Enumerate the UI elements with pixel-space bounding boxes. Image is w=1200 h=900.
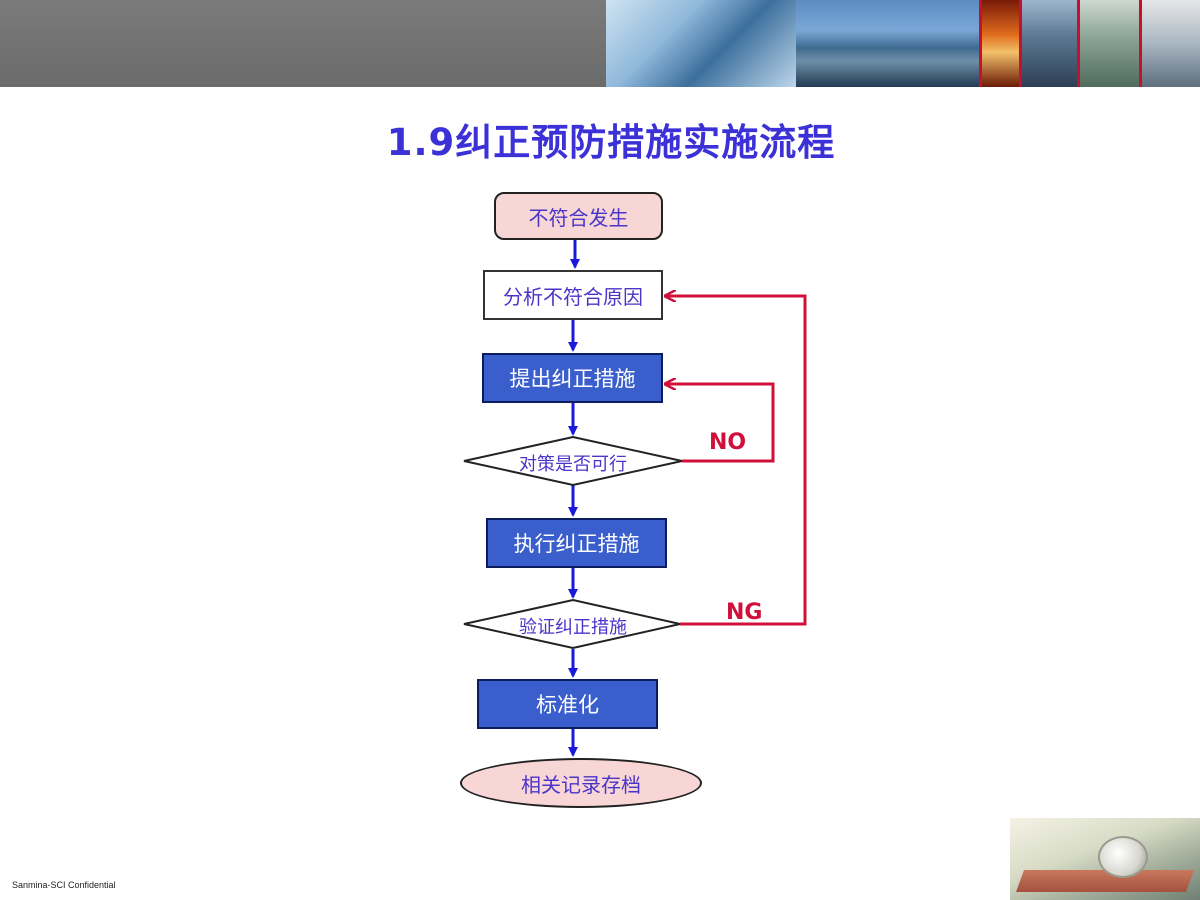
decision-verify-label: 验证纠正措施	[519, 617, 627, 638]
decision-feasible-label: 对策是否可行	[519, 454, 627, 475]
execute-action-node: 执行纠正措施	[486, 518, 667, 568]
start-node: 不符合发生	[494, 192, 663, 240]
banner-grey-panel	[0, 0, 606, 87]
paper-stack	[1015, 870, 1195, 892]
handshake-photo	[606, 0, 796, 87]
banner-divider	[1077, 0, 1080, 87]
banner-divider	[1139, 0, 1142, 87]
industry-photo	[980, 0, 1020, 87]
standardize-node: 标准化	[477, 679, 658, 729]
clock-icon	[1098, 836, 1148, 878]
loop-ng-line	[666, 296, 807, 626]
helicopter-photo	[1020, 0, 1078, 87]
banner-divider	[1019, 0, 1022, 87]
loop-no-line	[666, 384, 775, 463]
confidential-footer: Sanmina-SCI Confidential	[12, 880, 116, 890]
technology-photo	[1140, 0, 1200, 87]
clock-photo	[1010, 818, 1200, 900]
branch-label-no: NO	[709, 430, 747, 455]
end-node: 相关记录存档	[460, 758, 702, 808]
propose-action-node: 提出纠正措施	[482, 353, 663, 403]
medical-photo	[1078, 0, 1140, 87]
branch-label-ng: NG	[726, 600, 763, 625]
header-banner	[0, 0, 1200, 87]
banner-divider	[979, 0, 982, 87]
analyze-cause-node: 分析不符合原因	[483, 270, 663, 320]
page-title: 1.9纠正预防措施实施流程	[386, 121, 836, 164]
city-skyline-photo	[796, 0, 980, 87]
